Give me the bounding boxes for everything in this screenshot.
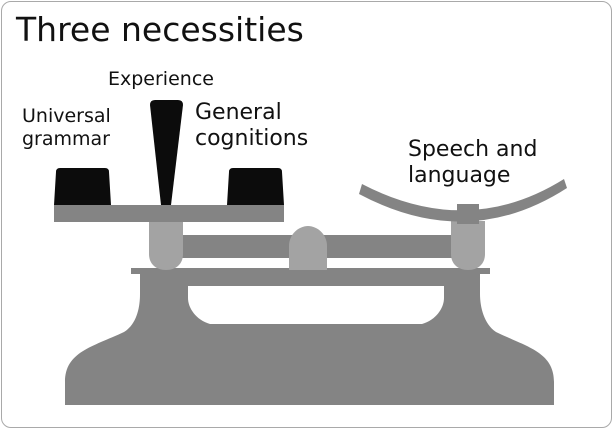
left-pan [54,205,284,222]
label-speech-and-language-line-1: Speech and [408,137,538,162]
label-speech-and-language-line-2: language [408,163,511,189]
base-window [188,286,444,324]
weight-experience [150,100,183,205]
label-universal-grammar-line-1: Universal [22,105,111,127]
label-general-cognitions-line-1: General [195,100,282,125]
right-pivot [451,221,485,270]
label-experience: Experience [108,68,214,90]
page-title: Three necessities [16,10,304,49]
left-pivot [149,221,183,270]
label-general-cognitions-line-2: cognitions [195,126,309,152]
label-speech-and-language: Speech and language [408,137,537,190]
weight-universal-grammar [54,168,111,205]
label-universal-grammar-line-2: grammar [22,127,110,150]
label-general-cognitions: General cognitions [195,100,308,153]
center-pivot [289,226,327,270]
label-universal-grammar: Universal grammar [22,105,111,151]
weight-general-cognitions [227,168,284,205]
right-pan [359,179,567,222]
